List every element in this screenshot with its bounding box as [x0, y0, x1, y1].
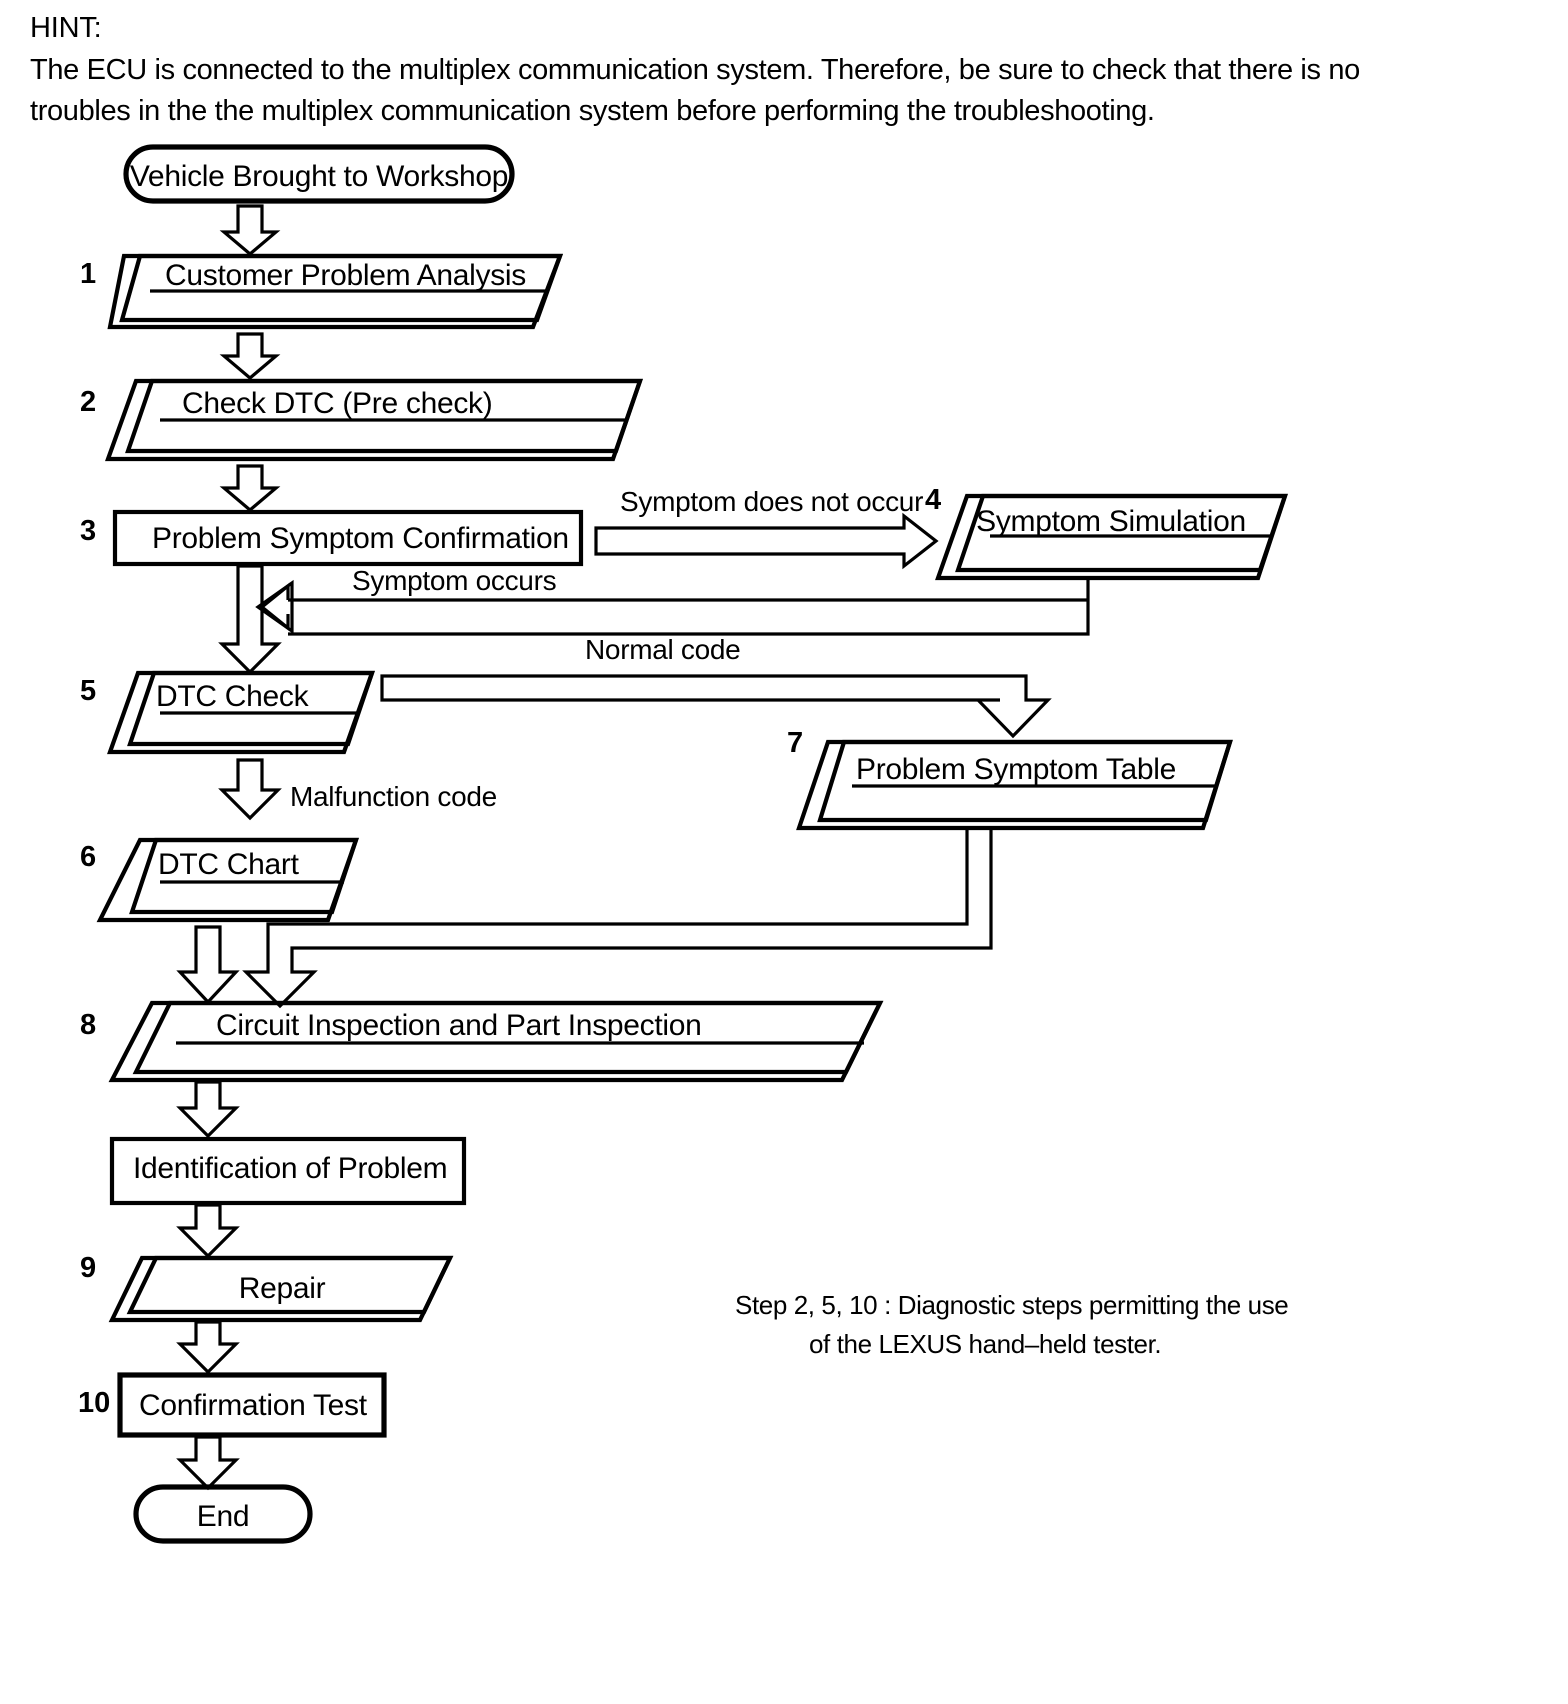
- node-step-4: Symptom Simulation 4: [925, 484, 1288, 581]
- node-step-8-label: Circuit Inspection and Part Inspection: [216, 1009, 702, 1042]
- node-step-6: DTC Chart 6: [80, 837, 359, 923]
- footnote: Step 2, 5, 10 : Diagnostic steps permitt…: [735, 1286, 1335, 1364]
- stadium-shape-start: [123, 144, 515, 204]
- step-number-3: 3: [80, 515, 96, 547]
- down-arrow-icon: [176, 1080, 240, 1139]
- node-start: Vehicle Brought to Workshop: [123, 144, 515, 204]
- stacked-parallelogram-front-5: [127, 670, 375, 747]
- step-number-2: 2: [80, 386, 96, 418]
- hint-block: HINT: The ECU is connected to the multip…: [30, 8, 1450, 132]
- down-arrow-icon: [176, 925, 240, 1005]
- node-step-5-label: DTC Check: [156, 680, 310, 713]
- node-end: End: [133, 1484, 313, 1544]
- node-step-1-label: Customer Problem Analysis: [165, 259, 526, 292]
- node-step-4-label: Symptom Simulation: [976, 505, 1246, 538]
- arrow-step9-to-step10: [176, 1320, 240, 1375]
- node-step-7: Problem Symptom Table 7: [787, 727, 1233, 831]
- edge-label-malfunction-code: Malfunction code: [290, 781, 497, 812]
- edge-step7-to-step8: [242, 826, 993, 1009]
- down-arrow-icon: [219, 204, 281, 257]
- step-number-1: 1: [80, 258, 96, 290]
- arrow-identification-to-step9: [176, 1203, 240, 1259]
- rectangle-shape-identification: [109, 1136, 467, 1206]
- step-number-6: 6: [80, 841, 96, 873]
- left-arrow-icon: [255, 579, 294, 635]
- footnote-line-2: of the LEXUS hand–held tester.: [809, 1329, 1162, 1359]
- hint-text: The ECU is connected to the multiplex co…: [30, 54, 1360, 127]
- normal-code-channel: [380, 674, 1052, 739]
- node-step-3: Problem Symptom Confirmation 3: [80, 509, 584, 567]
- step-number-7: 7: [787, 727, 803, 759]
- step-number-8: 8: [80, 1009, 96, 1041]
- node-step-3-label: Problem Symptom Confirmation: [152, 522, 569, 555]
- edge-label-symptom-does-not-occur: Symptom does not occur: [620, 486, 923, 517]
- node-step-5: DTC Check 5: [80, 670, 375, 755]
- arrow-step5-to-step6: Malfunction code: [218, 758, 497, 821]
- arrow-step1-to-step2: [219, 332, 281, 381]
- edge-label-normal-code: Normal code: [585, 634, 740, 665]
- node-start-label: Vehicle Brought to Workshop: [130, 160, 508, 193]
- step-number-4: 4: [925, 484, 941, 516]
- node-step-8: Circuit Inspection and Part Inspection 8: [80, 1000, 884, 1083]
- stacked-parallelogram-front-2: [125, 378, 643, 454]
- node-step-9-label: Repair: [239, 1272, 326, 1305]
- edge-normal-code: Normal code: [380, 634, 1052, 739]
- hint-label: HINT:: [30, 12, 102, 44]
- node-step-2: Check DTC (Pre check) 2: [80, 378, 643, 462]
- stacked-parallelogram-front-6: [129, 837, 359, 915]
- stacked-parallelogram-front-4: [955, 493, 1288, 573]
- node-step-1: Customer Problem Analysis 1: [80, 253, 564, 330]
- step-number-10: 10: [78, 1387, 110, 1419]
- down-arrow-icon: [219, 332, 281, 381]
- node-identification-label: Identification of Problem: [133, 1152, 447, 1185]
- stadium-shape-end: [133, 1484, 313, 1544]
- arrow-step8-to-identification: [176, 1080, 240, 1139]
- down-arrow-icon: [219, 464, 281, 513]
- arrow-start-to-step1: [219, 204, 281, 257]
- down-arrow-icon: [176, 1435, 240, 1491]
- arrow-step2-to-step3: [219, 464, 281, 513]
- down-arrow-icon: [218, 564, 282, 675]
- down-arrow-icon: [176, 1320, 240, 1375]
- node-step-6-label: DTC Chart: [158, 848, 300, 881]
- step-number-5: 5: [80, 675, 96, 707]
- edge-symptom-does-not-occur: Symptom does not occur: [594, 486, 939, 570]
- stacked-parallelogram-front-8: [132, 1000, 884, 1075]
- rectangle-shape-3: [112, 509, 584, 567]
- footnote-line-1: Step 2, 5, 10 : Diagnostic steps permitt…: [735, 1290, 1289, 1320]
- stacked-parallelogram-front-7: [817, 739, 1233, 823]
- node-step-2-label: Check DTC (Pre check): [182, 387, 492, 420]
- arrow-step6-to-step8: [176, 925, 240, 1005]
- node-step-10: Confirmation Test 10: [78, 1372, 387, 1438]
- arrow-step3-to-step5: [218, 564, 282, 675]
- rectangle-shape-10: [117, 1372, 387, 1438]
- node-identification-of-problem: Identification of Problem: [109, 1136, 467, 1206]
- step7-to-step8-channel: [242, 826, 993, 1009]
- right-arrow-icon: [594, 512, 939, 570]
- node-end-label: End: [197, 1500, 249, 1533]
- node-step-7-label: Problem Symptom Table: [856, 753, 1176, 786]
- step-number-9: 9: [80, 1252, 96, 1284]
- edge-symptom-occurs: Symptom occurs: [255, 565, 1090, 636]
- node-step-10-label: Confirmation Test: [139, 1389, 368, 1422]
- node-step-9: Repair 9: [80, 1252, 454, 1323]
- stacked-parallelogram-front-1: [119, 253, 563, 323]
- parallelogram-front-9: [126, 1255, 454, 1315]
- arrow-step10-to-end: [176, 1435, 240, 1491]
- down-arrow-icon: [176, 1203, 240, 1259]
- edge-label-symptom-occurs: Symptom occurs: [352, 565, 556, 596]
- down-arrow-icon: [218, 758, 282, 821]
